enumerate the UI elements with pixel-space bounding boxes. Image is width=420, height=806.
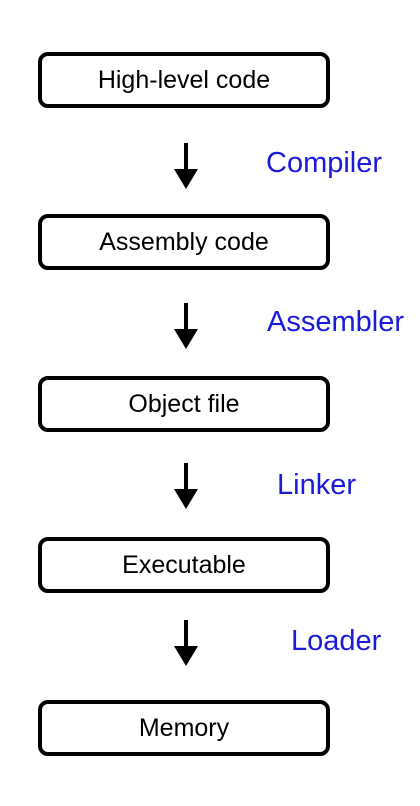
- tool-label-linker: Linker: [277, 469, 356, 501]
- stage-box-executable: Executable: [38, 537, 330, 593]
- stage-label: Object file: [128, 389, 240, 418]
- tool-label-loader: Loader: [291, 625, 382, 657]
- stage-box-high-level-code: High-level code: [38, 52, 330, 108]
- arrow-down-icon: [174, 303, 198, 349]
- stage-box-object-file: Object file: [38, 376, 330, 432]
- stage-box-memory: Memory: [38, 700, 330, 756]
- tool-label-assembler: Assembler: [267, 306, 404, 338]
- tool-label-compiler: Compiler: [266, 147, 383, 179]
- stage-label: Memory: [138, 713, 230, 742]
- stage-label: Assembly code: [99, 227, 269, 256]
- arrow-down-icon: [174, 463, 198, 509]
- arrow-down-icon: [174, 620, 198, 666]
- stage-box-assembly-code: Assembly code: [38, 214, 330, 270]
- stage-label: Executable: [122, 550, 246, 579]
- arrow-down-icon: [174, 143, 198, 189]
- stage-label: High-level code: [97, 65, 271, 94]
